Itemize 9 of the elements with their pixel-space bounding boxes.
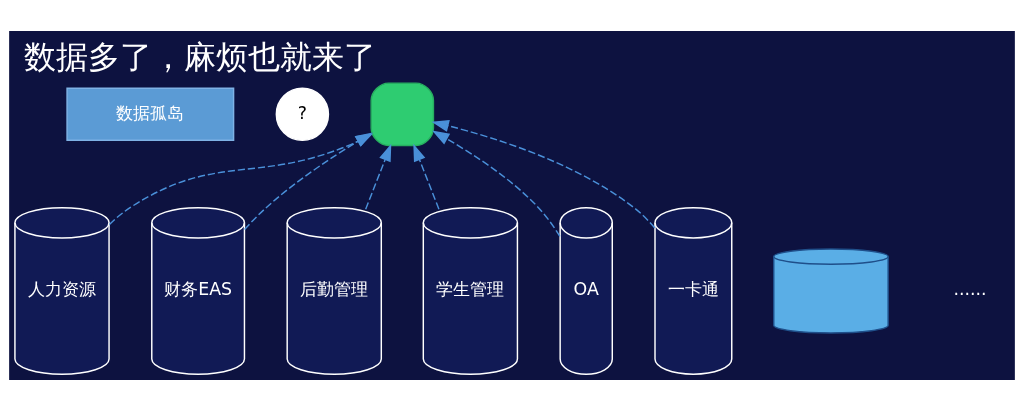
arrow <box>431 119 656 229</box>
node-circle: ? <box>275 86 330 141</box>
arrow <box>432 130 561 237</box>
arrow <box>413 143 440 210</box>
node-box: 数据孤岛 <box>66 86 235 141</box>
diagram-title: 数据多了，麻烦也就来了 <box>24 37 377 76</box>
label: ...... <box>953 278 987 299</box>
arrow <box>364 143 392 210</box>
node-box <box>370 81 435 146</box>
